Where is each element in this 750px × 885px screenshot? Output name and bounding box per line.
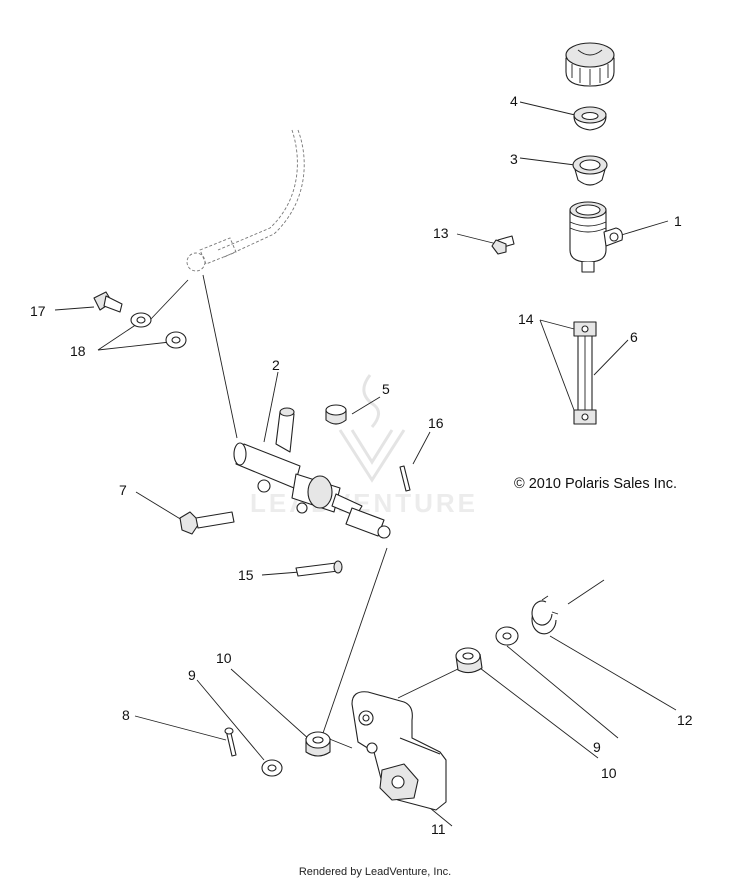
callout-4: 4 (510, 93, 518, 109)
callouts: 1 2 3 4 5 6 7 8 9 9 10 10 11 12 13 14 15… (30, 93, 693, 837)
bushing-10-left (305, 731, 331, 757)
hose-assembly (573, 321, 597, 425)
callout-16: 16 (428, 415, 444, 431)
callout-9-right: 9 (593, 739, 601, 755)
leader-lines (54, 101, 677, 827)
callout-6: 6 (630, 329, 638, 345)
bolt-7 (179, 511, 235, 535)
cotter-pin-16 (399, 465, 411, 492)
reservoir (569, 201, 623, 273)
callout-9-left: 9 (188, 667, 196, 683)
clevis-pin (295, 560, 343, 577)
callout-3: 3 (510, 151, 518, 167)
reservoir-cap (565, 42, 615, 87)
copyright-text: © 2010 Polaris Sales Inc. (514, 476, 677, 492)
bushing-10-right (455, 647, 483, 674)
callout-12: 12 (677, 712, 693, 728)
callout-10-right: 10 (601, 765, 617, 781)
pivot-bracket (351, 691, 447, 811)
washer-9-right (495, 626, 519, 646)
callout-1: 1 (674, 213, 682, 229)
retaining-ring (531, 595, 559, 635)
diaphragm-plate (572, 155, 608, 186)
footer-credit: Rendered by LeadVenture, Inc. (298, 866, 452, 878)
grommet (325, 404, 347, 425)
callout-14: 14 (518, 311, 534, 327)
callout-15: 15 (238, 567, 254, 583)
callout-5: 5 (382, 381, 390, 397)
clamp-screw (491, 235, 515, 255)
callout-11: 11 (431, 821, 446, 837)
callout-17: 17 (30, 303, 46, 319)
callout-18: 18 (70, 343, 86, 359)
callout-10-left: 10 (216, 650, 232, 666)
callout-7: 7 (119, 482, 127, 498)
callout-2: 2 (272, 357, 280, 373)
washer-9-left (261, 759, 283, 777)
callout-13: 13 (433, 225, 449, 241)
callout-8: 8 (122, 707, 130, 723)
diaphragm (573, 106, 607, 131)
master-cylinder (233, 407, 391, 539)
washers-18 (130, 312, 187, 349)
brake-line (186, 129, 305, 272)
bolt-17 (93, 291, 123, 313)
cotter-pin-8 (224, 727, 237, 757)
